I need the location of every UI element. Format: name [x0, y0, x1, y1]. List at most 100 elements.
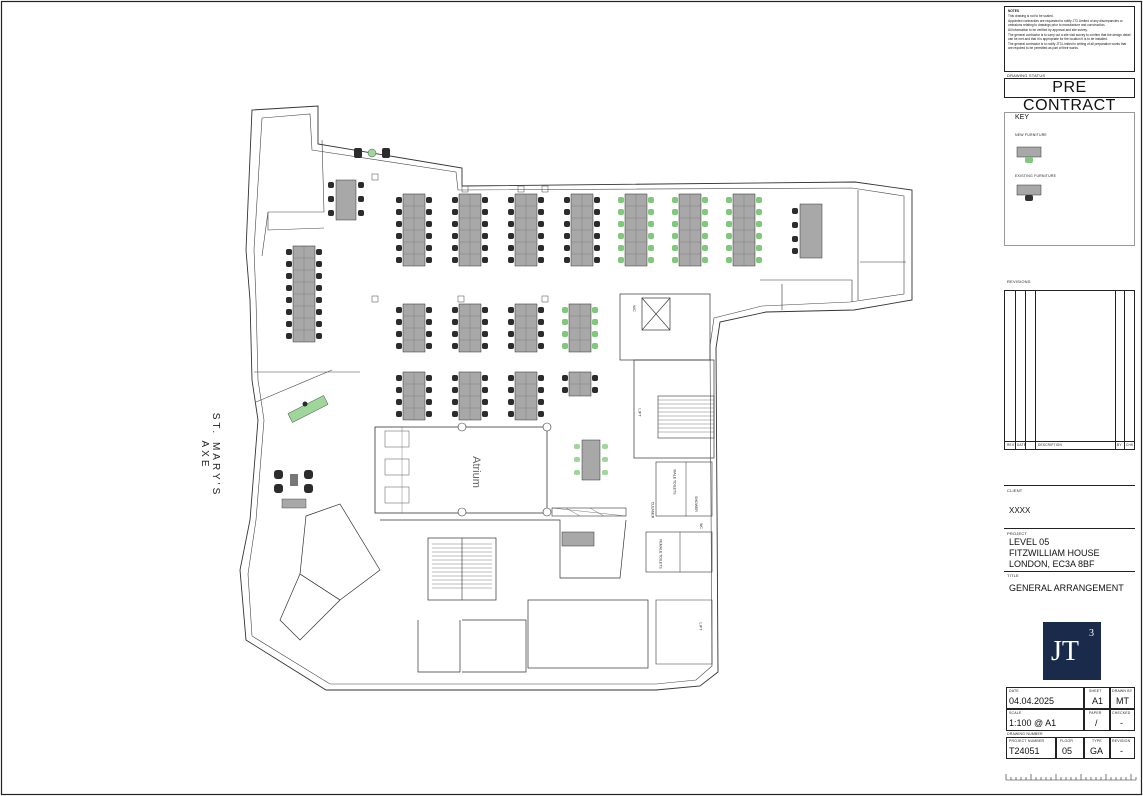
existing-chair: [564, 209, 570, 215]
existing-chair: [592, 387, 598, 393]
existing-chair: [286, 309, 292, 315]
floor-value: 05: [1062, 746, 1073, 756]
new-chair: [672, 221, 678, 227]
existing-chair: [482, 257, 488, 263]
existing-chair: [452, 343, 458, 349]
existing-chair: [426, 257, 432, 263]
notes-line: All information to be verified by approv…: [1008, 28, 1088, 32]
existing-chair: [426, 387, 432, 393]
lift-label: LIFT: [637, 408, 643, 417]
meta-table: DATE 04.04.2025 SHEET A1 DRAWN BY MT SCA…: [1004, 687, 1135, 759]
existing-chair: [426, 331, 432, 337]
rev-col-rev: REV: [1007, 443, 1015, 447]
new-chair: [618, 233, 624, 239]
street-label: ST. MARY'S AXE: [199, 412, 221, 498]
existing-furniture-swatch: [1016, 184, 1042, 201]
existing-chair: [426, 197, 432, 203]
existing-chair: [508, 411, 514, 417]
new-chair: [562, 343, 568, 349]
revisions-label: REVISIONS: [1007, 279, 1031, 284]
existing-chair: [482, 221, 488, 227]
title-value: GENERAL ARRANGEMENT: [1009, 583, 1124, 593]
existing-chair: [396, 221, 402, 227]
existing-chair: [396, 375, 402, 381]
existing-chair: [538, 307, 544, 313]
existing-chair: [594, 233, 600, 239]
existing-chair: [286, 285, 292, 291]
notes-line: Appointed contractors are requested to n…: [1008, 19, 1123, 27]
existing-chair: [508, 387, 514, 393]
existing-chair: [396, 197, 402, 203]
existing-chair: [538, 221, 544, 227]
wc-label-right: WC: [698, 523, 703, 529]
new-chair: [672, 245, 678, 251]
new-chair: [702, 257, 708, 263]
existing-chair: [452, 233, 458, 239]
existing-chair: [452, 221, 458, 227]
existing-chair: [426, 307, 432, 313]
existing-chair: [564, 233, 570, 239]
new-chair: [562, 331, 568, 337]
checked-label: CHECKED: [1112, 711, 1131, 715]
existing-chair: [452, 209, 458, 215]
existing-chair: [594, 257, 600, 263]
new-chair: [756, 197, 762, 203]
new-furniture-swatch: [1016, 146, 1042, 163]
existing-chair: [482, 399, 488, 405]
notes-heading: NOTES: [1008, 9, 1019, 13]
existing-chair: [396, 343, 402, 349]
existing-chair: [592, 375, 598, 381]
shower-label: SHOWER: [693, 496, 698, 512]
existing-chair: [538, 209, 544, 215]
new-chair: [702, 233, 708, 239]
existing-chair: [482, 233, 488, 239]
drawn-label: DRAWN BY: [1112, 689, 1133, 693]
existing-chair: [316, 261, 322, 267]
existing-chair: [482, 197, 488, 203]
atrium-wall: [374, 426, 548, 514]
existing-chair: [538, 197, 544, 203]
new-chair: [702, 245, 708, 251]
existing-chair: [426, 233, 432, 239]
existing-chair: [538, 319, 544, 325]
project-line-1: LEVEL 05: [1009, 537, 1050, 547]
existing-chair: [508, 375, 514, 381]
project-line-3: LONDON, EC3A 8BF: [1009, 559, 1095, 569]
lift-shaft: [641, 297, 671, 331]
existing-chair: [286, 321, 292, 327]
new-chair: [562, 319, 568, 325]
scale-value: 1:100 @ A1: [1009, 718, 1057, 728]
new-chair: [648, 233, 654, 239]
existing-chair: [508, 343, 514, 349]
paper-value: /: [1095, 718, 1098, 728]
existing-chair: [538, 399, 544, 405]
date-value: 04.04.2025: [1009, 696, 1055, 706]
existing-chair: [452, 197, 458, 203]
type-label: TYPE: [1092, 739, 1102, 743]
new-chair: [756, 257, 762, 263]
floor-label: FLOOR: [1060, 739, 1074, 743]
existing-chair: [452, 307, 458, 313]
drawing-status-value: PRE CONTRACT: [1023, 79, 1116, 114]
new-chair: [726, 233, 732, 239]
date-label: DATE: [1009, 689, 1019, 693]
key-panel: KEY NEW FURNITURE EXISTING FURNITURE: [1004, 112, 1135, 246]
new-chair: [618, 257, 624, 263]
new-chair: [618, 209, 624, 215]
existing-chair: [508, 233, 514, 239]
new-chair: [562, 307, 568, 313]
existing-chair: [538, 257, 544, 263]
key-new-furniture: NEW FURNITURE: [1015, 133, 1047, 137]
existing-chair: [452, 387, 458, 393]
notes-panel: NOTES This drawing is not to be scaled. …: [1004, 6, 1135, 72]
existing-chair: [316, 309, 322, 315]
building-outline: [239, 105, 913, 691]
existing-chair: [426, 209, 432, 215]
female-toilets-label: FEMALE TOILETS: [658, 539, 663, 569]
atrium-label: Atrium: [470, 456, 482, 488]
existing-chair: [426, 411, 432, 417]
existing-chair: [538, 331, 544, 337]
project-number-value: T24051: [1009, 746, 1040, 756]
existing-chair: [452, 319, 458, 325]
